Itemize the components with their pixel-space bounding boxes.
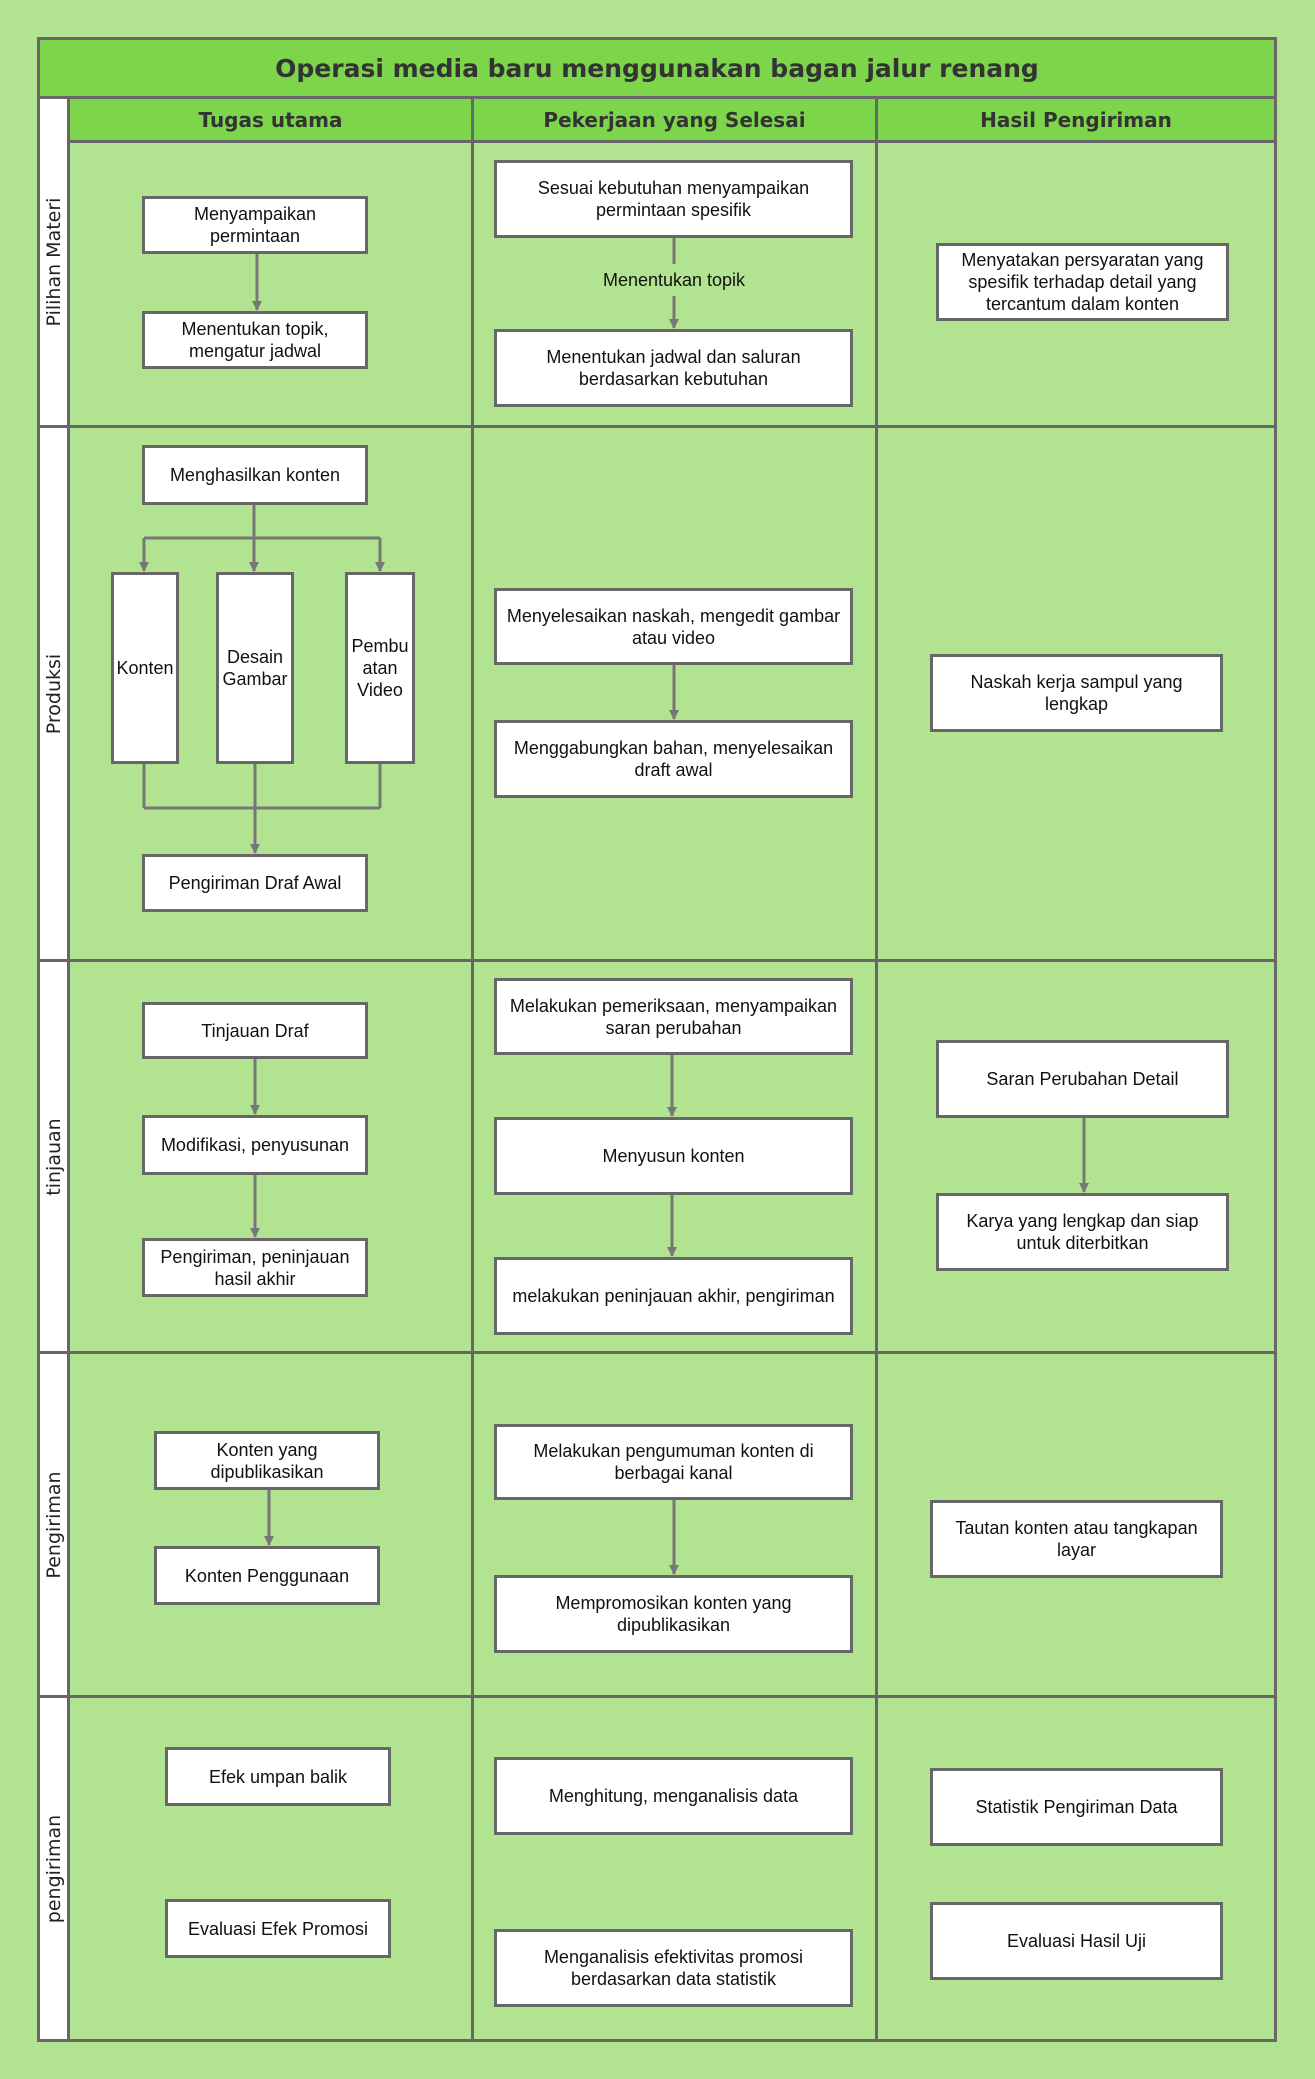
- box-compose-content: Menyusun konten: [494, 1117, 853, 1195]
- lane-label-delivery-evaluation: pengiriman: [37, 1695, 70, 2042]
- box-promotion-evaluation: Evaluasi Efek Promosi: [165, 1899, 391, 1958]
- box-image-design: Desain Gambar: [216, 572, 294, 764]
- box-finish-script: Menyelesaikan naskah, mengedit gambar at…: [494, 588, 853, 665]
- connector-label-set-topic: Menentukan topik: [584, 266, 764, 294]
- box-combine-materials: Menggabungkan bahan, menyelesaikan draft…: [494, 720, 853, 798]
- box-video-creation: Pembu atan Video: [345, 572, 415, 764]
- lane-divider: [67, 425, 1277, 428]
- box-set-schedule-channel: Menentukan jadwal dan saluran berdasarka…: [494, 329, 853, 407]
- box-check-suggest: Melakukan pemeriksaan, menyampaikan sara…: [494, 978, 853, 1055]
- box-feedback-effect: Efek umpan balik: [165, 1747, 391, 1806]
- box-ready-to-publish: Karya yang lengkap dan siap untuk diterb…: [936, 1193, 1229, 1271]
- box-specific-request: Sesuai kebutuhan menyampaikan permintaan…: [494, 160, 853, 238]
- column-divider: [875, 96, 878, 2042]
- box-generate-content: Menghasilkan konten: [142, 445, 368, 505]
- column-header-main-tasks: Tugas utama: [67, 96, 474, 143]
- column-header-completed-work: Pekerjaan yang Selesai: [471, 96, 878, 143]
- lane-label-material-selection: Pilihan Materi: [37, 96, 70, 428]
- box-set-topic-schedule: Menentukan topik, mengatur jadwal: [142, 311, 368, 369]
- box-complete-draft: Naskah kerja sampul yang lengkap: [930, 654, 1223, 732]
- box-state-requirements: Menyatakan persyaratan yang spesifik ter…: [936, 243, 1229, 321]
- box-test-evaluation: Evaluasi Hasil Uji: [930, 1902, 1223, 1980]
- box-final-review: melakukan peninjauan akhir, pengiriman: [494, 1257, 853, 1335]
- box-initial-draft-submission: Pengiriman Draf Awal: [142, 854, 368, 912]
- box-promote-content: Mempromosikan konten yang dipublikasikan: [494, 1575, 853, 1653]
- column-divider: [471, 96, 474, 2042]
- box-delivery-statistics: Statistik Pengiriman Data: [930, 1768, 1223, 1846]
- box-published-content: Konten yang dipublikasikan: [154, 1431, 380, 1490]
- box-submit-request: Menyampaikan permintaan: [142, 196, 368, 254]
- lane-divider: [67, 959, 1277, 962]
- box-draft-review: Tinjauan Draf: [142, 1002, 368, 1059]
- box-content-link: Tautan konten atau tangkapan layar: [930, 1500, 1223, 1578]
- box-modification: Modifikasi, penyusunan: [142, 1115, 368, 1175]
- lane-label-review: tinjauan: [37, 959, 70, 1354]
- box-calculate-analyze: Menghitung, menganalisis data: [494, 1757, 853, 1835]
- lane-label-production: Produksi: [37, 425, 70, 962]
- box-content-usage: Konten Penggunaan: [154, 1546, 380, 1605]
- lane-divider: [67, 1695, 1277, 1698]
- box-final-review-submission: Pengiriman, peninjauan hasil akhir: [142, 1238, 368, 1297]
- box-announce-content: Melakukan pengumuman konten di berbagai …: [494, 1424, 853, 1500]
- column-header-delivery-results: Hasil Pengiriman: [875, 96, 1277, 143]
- box-content: Konten: [111, 572, 179, 764]
- lane-divider: [67, 1351, 1277, 1354]
- box-analyze-effectiveness: Menganalisis efektivitas promosi berdasa…: [494, 1929, 853, 2007]
- box-change-suggestions: Saran Perubahan Detail: [936, 1040, 1229, 1118]
- chart-title: Operasi media baru menggunakan bagan jal…: [37, 37, 1277, 99]
